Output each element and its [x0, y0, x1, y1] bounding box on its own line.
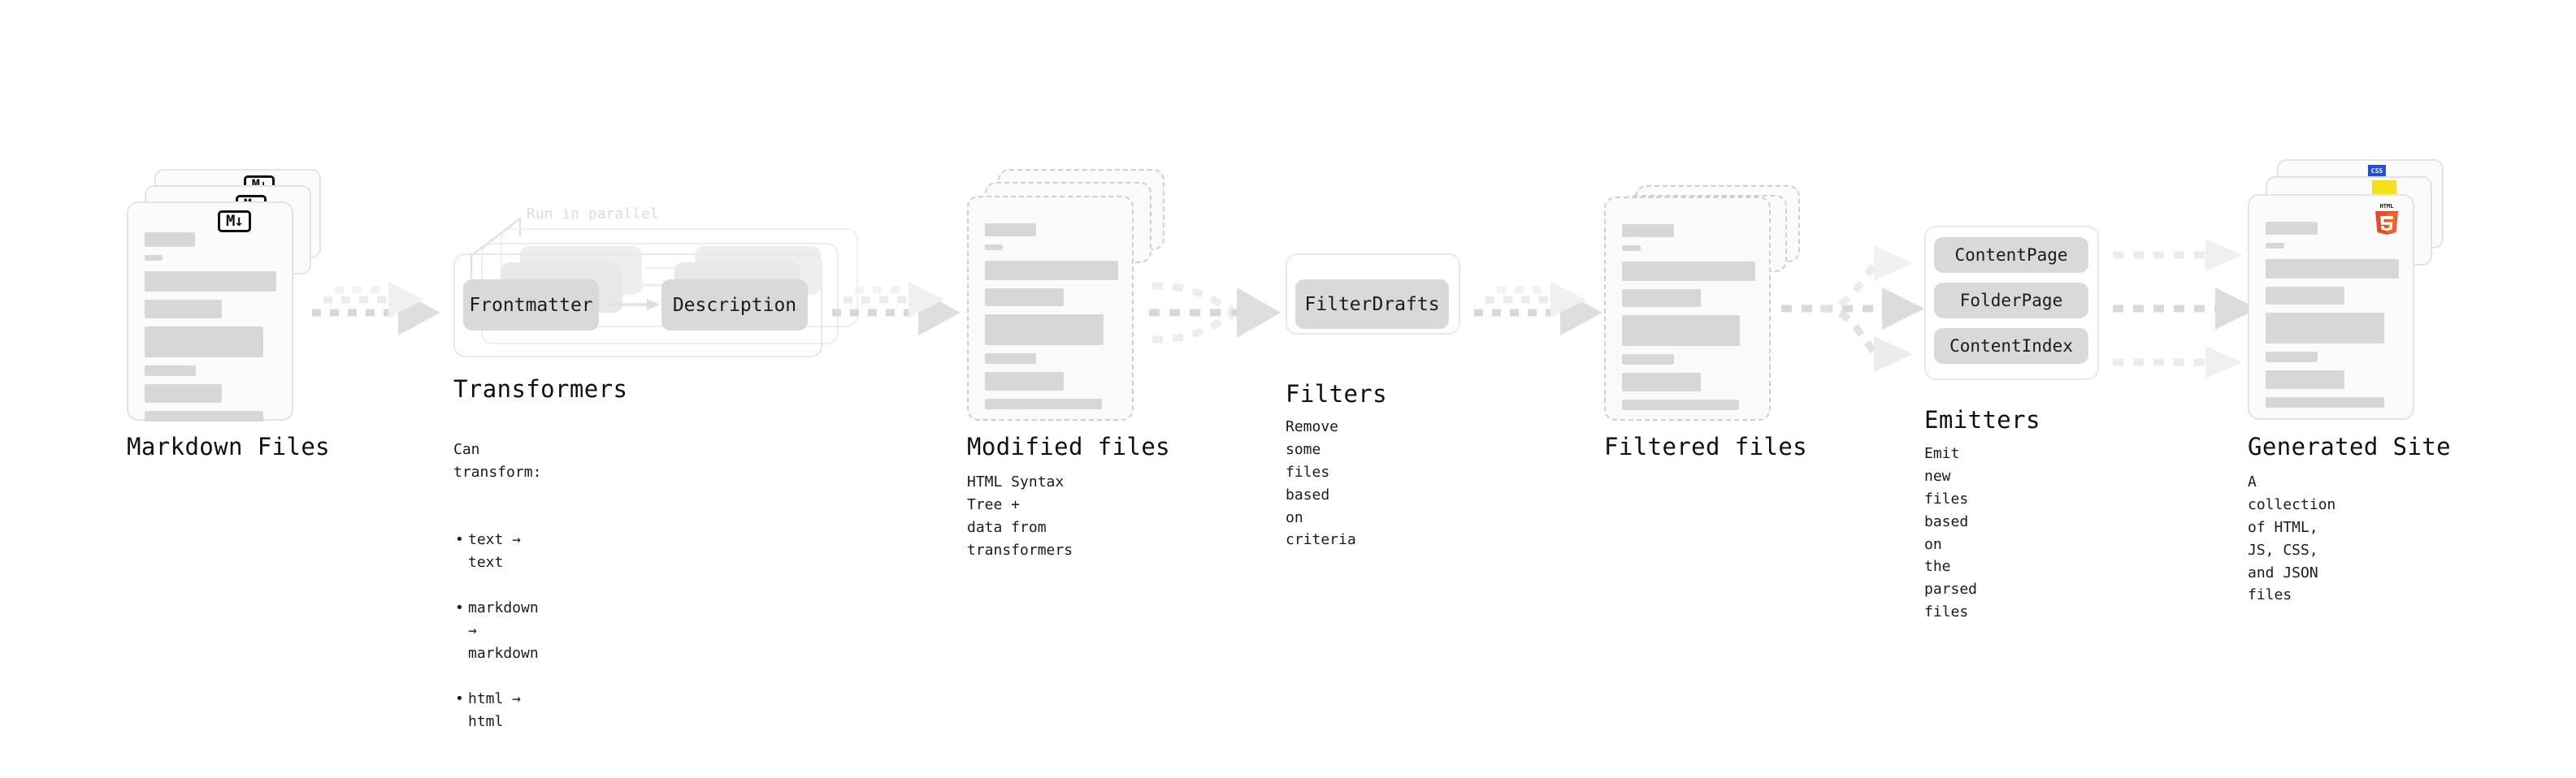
- skeleton-bar: [985, 372, 1064, 391]
- emitters-pill-folderpage[interactable]: FolderPage: [1934, 283, 2088, 318]
- skeleton-bar: [1622, 400, 1739, 410]
- skeleton-bar: [2266, 259, 2399, 279]
- transformers-pill-description[interactable]: Description: [661, 279, 808, 331]
- desc-transformers-intro: Can transform:: [453, 440, 542, 481]
- skeleton-bar: [1622, 289, 1701, 307]
- skeleton-bar: [145, 271, 276, 292]
- skeleton-bar: [1622, 245, 1641, 251]
- transformers-bullet: html → html: [468, 688, 541, 733]
- skeleton-bar: [2266, 287, 2344, 305]
- svg-text:HTML: HTML: [2380, 203, 2394, 210]
- skeleton-bar: [145, 384, 222, 403]
- skeleton-bar: [985, 288, 1064, 306]
- skeleton-bar: [1622, 261, 1755, 281]
- markdown-badge-label: M: [226, 212, 235, 230]
- label-emitters: Emitters: [1924, 406, 2040, 434]
- arrow-markdown-to-transformers: [310, 280, 449, 345]
- skeleton-bar: [145, 255, 163, 261]
- skeleton-bar: [1622, 354, 1674, 365]
- transformers-bullet: markdown → markdown: [468, 597, 541, 665]
- skeleton-bar: [2266, 370, 2344, 389]
- arrow-transformers-to-modified: [830, 280, 969, 345]
- filtered-card-skeleton: [1622, 224, 1755, 418]
- js-badge: [2372, 180, 2396, 197]
- site-card-skeleton: [2266, 222, 2399, 416]
- label-filtered-files: Filtered files: [1604, 433, 1808, 460]
- arrow-emitters-to-site: [2110, 236, 2264, 382]
- desc-modified-files: HTML Syntax Tree + data from transformer…: [967, 473, 1073, 559]
- emitters-frame: [1924, 226, 2099, 380]
- markdown-card-front: [127, 201, 293, 421]
- desc-generated-site: A collection of HTML, JS, CSS, and JSON …: [2248, 473, 2336, 604]
- css-badge: CSS: [2368, 165, 2386, 178]
- filtered-card-front: [1604, 197, 1771, 421]
- skeleton-bar: [1622, 315, 1740, 346]
- markdown-card-skeleton: [145, 232, 276, 430]
- transformers-bullet: text → text: [468, 529, 541, 574]
- skeleton-bar: [145, 232, 195, 247]
- diagram-canvas: M↓ M↓ M↓ Markdown Files: [0, 0, 2576, 681]
- skeleton-bar: [985, 314, 1104, 345]
- skeleton-bar: [2266, 397, 2384, 408]
- desc-transformers: Can transform: text → text markdown → ma…: [453, 416, 541, 778]
- arrow-filtered-to-emitters: [1778, 236, 1932, 382]
- arrow-modified-to-filters: [1141, 268, 1287, 357]
- label-transformers: Transformers: [453, 375, 628, 403]
- annotation-run-in-parallel: Run in parallel: [527, 205, 659, 223]
- desc-filters: Remove some files based on criteria: [1286, 418, 1356, 549]
- skeleton-bar: [145, 365, 196, 376]
- transformers-arrow-pill: [608, 297, 661, 312]
- markdown-badge: M↓: [218, 210, 251, 232]
- skeleton-bar: [985, 223, 1036, 236]
- skeleton-bar: [2266, 313, 2384, 344]
- filters-frame: [1286, 253, 1460, 335]
- skeleton-bar: [145, 411, 263, 421]
- css-badge-label: CSS: [2370, 167, 2383, 175]
- skeleton-bar: [2266, 222, 2318, 235]
- transformers-pill-frontmatter[interactable]: Frontmatter: [463, 279, 599, 331]
- label-modified-files: Modified files: [967, 433, 1171, 460]
- emitters-pill-contentpage[interactable]: ContentPage: [1934, 237, 2088, 273]
- filters-pill-filterdrafts[interactable]: FilterDrafts: [1295, 279, 1449, 329]
- skeleton-bar: [985, 353, 1036, 364]
- skeleton-bar: [2266, 243, 2284, 249]
- transformers-frame: [453, 253, 822, 357]
- label-filters: Filters: [1286, 380, 1388, 408]
- skeleton-bar: [1622, 373, 1701, 391]
- label-generated-site: Generated Site: [2248, 433, 2452, 460]
- skeleton-bar: [2266, 352, 2318, 362]
- modified-card-front: [967, 196, 1134, 421]
- transformers-bullet-list: text → text markdown → markdown html → h…: [453, 507, 541, 756]
- skeleton-bar: [985, 399, 1102, 409]
- html5-badge: HTML: [2373, 201, 2400, 235]
- skeleton-bar: [145, 300, 222, 318]
- skeleton-bar: [985, 244, 1003, 250]
- run-in-parallel-leader: [470, 197, 575, 279]
- skeleton-bar: [1622, 224, 1674, 237]
- skeleton-bar: [985, 261, 1118, 280]
- label-markdown-files: Markdown Files: [127, 433, 331, 460]
- modified-card-skeleton: [985, 223, 1118, 417]
- desc-emitters: Emit new files based on the parsed files: [1924, 445, 1978, 621]
- skeleton-bar: [145, 326, 263, 357]
- arrow-filters-to-filtered: [1472, 280, 1611, 345]
- emitters-pill-contentindex[interactable]: ContentIndex: [1934, 328, 2088, 364]
